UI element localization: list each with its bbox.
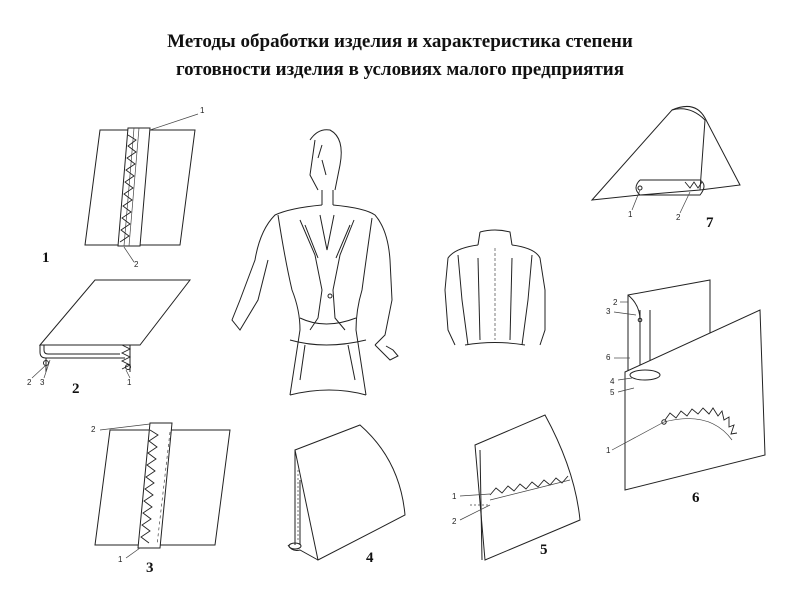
- fig1-number: 1: [42, 250, 50, 266]
- figure-5: 1 2 5: [452, 414, 581, 561]
- fig5-callout-2: 2: [452, 517, 457, 526]
- fig7-number: 7: [706, 215, 714, 231]
- fig6-callout-1: 1: [606, 446, 611, 455]
- jacket-back-sketch: [444, 229, 546, 346]
- figure-2: 2 3 1 2: [27, 279, 192, 397]
- figure-4: 4: [287, 424, 406, 566]
- fig2-callout-3: 3: [40, 378, 45, 387]
- fig6-callout-2: 2: [613, 298, 618, 307]
- figure-3: 2 1 3: [91, 422, 231, 576]
- fig3-callout-1: 1: [118, 555, 123, 564]
- page-title: Методы обработки изделия и характеристик…: [0, 28, 800, 84]
- fig5-number: 5: [540, 542, 548, 558]
- fig1-callout-2: 2: [134, 260, 139, 269]
- figure-1: 1 2 1: [42, 106, 205, 269]
- jacket-front-sketch: [231, 129, 399, 396]
- fig2-number: 2: [72, 381, 80, 397]
- title-line-1: Методы обработки изделия и характеристик…: [167, 31, 633, 52]
- fig2-callout-1: 1: [127, 378, 132, 387]
- figure-7: 1 2 7: [590, 105, 741, 231]
- fig6-callout-5: 5: [610, 388, 615, 397]
- fig5-callout-1: 1: [452, 492, 457, 501]
- fig7-callout-1: 1: [628, 210, 633, 219]
- fig1-callout-1: 1: [200, 106, 205, 115]
- fig6-number: 6: [692, 490, 700, 506]
- fig6-callout-4: 4: [610, 377, 615, 386]
- fig4-number: 4: [366, 550, 374, 566]
- fig2-callout-2: 2: [27, 378, 32, 387]
- title-line-2: готовности изделия в условиях малого пре…: [175, 59, 625, 80]
- fig3-number: 3: [146, 560, 154, 576]
- figure-6: 2 3 6 4 5 1 6: [606, 279, 766, 506]
- fig6-callout-3: 3: [606, 307, 611, 316]
- fig6-callout-6: 6: [606, 353, 611, 362]
- fig3-callout-2: 2: [91, 425, 96, 434]
- fig7-callout-2: 2: [676, 213, 681, 222]
